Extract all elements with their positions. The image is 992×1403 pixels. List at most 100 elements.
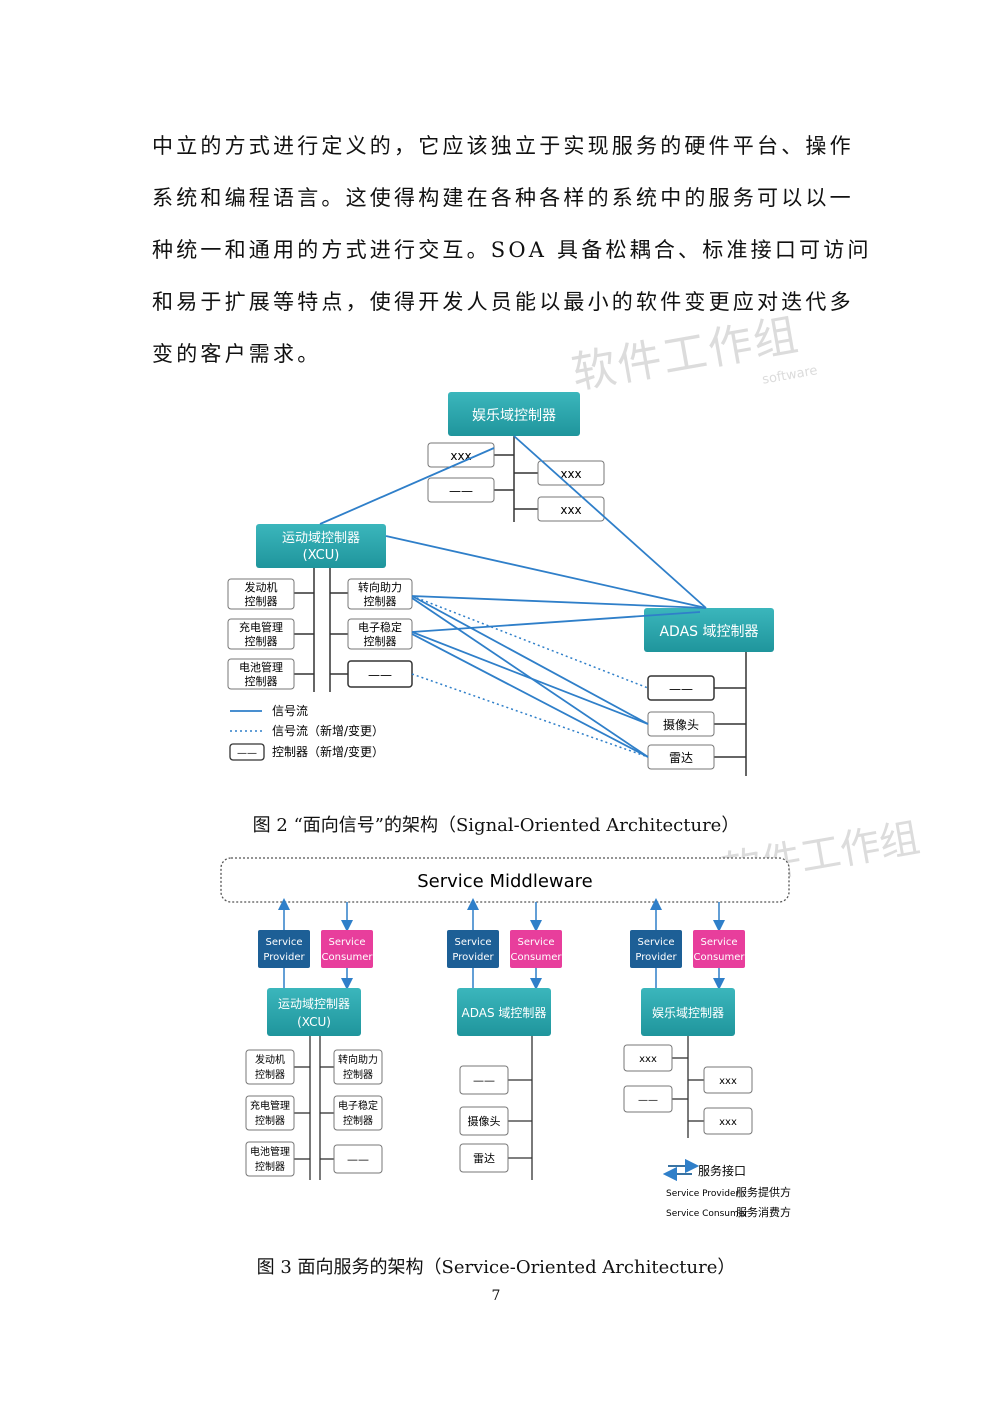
adas-new-sensor-box — [459, 1065, 509, 1095]
xcu-domain-box — [267, 988, 361, 1036]
charging-controller-box — [227, 618, 295, 650]
entertainment-sub-box — [427, 477, 495, 503]
xcu-domain-label: 运动域控制器 — [278, 997, 350, 1011]
engine-controller-label: 控制器 — [255, 1068, 285, 1081]
entertainment-sub-label: —— — [449, 484, 473, 498]
adas-service-column: Service Provider Service Consumer ADAS 域… — [447, 898, 563, 1180]
entertainment-sub-label: xxx — [719, 1117, 737, 1128]
entertainment-sub-label: xxx — [450, 449, 471, 463]
engine-controller-label: 控制器 — [245, 594, 278, 608]
new-controller-label: —— — [368, 668, 392, 682]
steering-controller-label: 转向助力 — [358, 580, 402, 594]
legend-provider-cn: 服务提供方 — [736, 1185, 791, 1199]
xcu-label-2: (XCU) — [303, 548, 340, 563]
signal-flow-lines — [319, 435, 707, 758]
entertainment-sub-box — [703, 1066, 753, 1094]
service-consumer-box — [693, 930, 745, 968]
radar-box — [459, 1143, 509, 1173]
service-consumer-box — [510, 930, 562, 968]
adas-controller-label: ADAS 域控制器 — [659, 624, 758, 640]
xcu-service-column: Service Provider Service Consumer 运动域控制器… — [245, 898, 383, 1180]
page-number: 7 — [491, 1288, 501, 1304]
legend-consumer-en: Service Consumer — [666, 1209, 748, 1219]
steering-controller-label: 控制器 — [343, 1068, 373, 1081]
entertainment-domain-box — [641, 988, 735, 1036]
service-provider-label: Provider — [452, 952, 494, 963]
body-line: 和易于扩展等特点，使得开发人员能以最小的软件变更应对迭代多 — [152, 290, 854, 314]
engine-controller-label: 发动机 — [245, 580, 278, 594]
adas-new-sensor-box — [647, 675, 715, 701]
adas-controller-box — [644, 608, 774, 652]
battery-controller-box — [227, 658, 295, 690]
esc-controller-label: 控制器 — [364, 634, 397, 648]
service-middleware-bar — [220, 857, 790, 903]
entertainment-sub-box — [623, 1044, 673, 1072]
camera-label: 摄像头 — [468, 1114, 501, 1128]
adas-new-sensor-label: —— — [669, 682, 693, 696]
legend-controller-swatch-label: —— — [237, 748, 257, 759]
adas-domain-box — [457, 988, 551, 1036]
steering-controller-box — [333, 1049, 383, 1085]
service-consumer-box — [321, 930, 373, 968]
body-line: 种统一和通用的方式进行交互。SOA 具备松耦合、标准接口可访问 — [152, 238, 872, 262]
figure3-caption: 图 3 面向服务的架构（Service-Oriented Architectur… — [256, 1257, 736, 1278]
body-line: 中立的方式进行定义的，它应该独立于实现服务的硬件平台、操作 — [152, 134, 854, 158]
new-controller-box — [333, 1144, 383, 1174]
figure2-caption: 图 2 “面向信号”的架构（Signal-Oriented Architectu… — [252, 815, 740, 836]
service-provider-label: Service — [638, 937, 675, 948]
service-provider-box — [447, 930, 499, 968]
battery-controller-label: 电池管理 — [250, 1145, 290, 1158]
entertainment-sub-label: xxx — [639, 1054, 657, 1065]
steering-controller-label: 转向助力 — [338, 1053, 378, 1066]
esc-controller-box — [333, 1095, 383, 1131]
service-consumer-label: Consumer — [322, 952, 374, 963]
legend-interface-label: 服务接口 — [698, 1163, 746, 1178]
xcu-controller-box — [256, 524, 386, 568]
battery-controller-label: 电池管理 — [239, 660, 283, 674]
xcu-right-boxes: 转向助力 控制器 电子稳定 控制器 —— — [347, 578, 413, 688]
legend-provider-en: Service Provider — [666, 1189, 739, 1199]
battery-controller-label: 控制器 — [245, 674, 278, 688]
service-middleware-label: Service Middleware — [417, 871, 593, 892]
camera-box — [459, 1106, 509, 1136]
entertainment-controller-box — [448, 392, 580, 436]
esc-controller-label: 电子稳定 — [358, 620, 402, 634]
charging-controller-label: 控制器 — [255, 1114, 285, 1127]
entertainment-sub-label: xxx — [560, 503, 581, 517]
engine-controller-box — [245, 1049, 295, 1085]
entertainment-service-column: Service Provider Service Consumer 娱乐域控制器… — [623, 898, 753, 1138]
entertainment-sub-box — [537, 460, 605, 486]
service-consumer-label: Service — [701, 937, 738, 948]
entertainment-sub-box — [703, 1107, 753, 1135]
entertainment-sub-label: xxx — [560, 467, 581, 481]
legend-new-signal-label: 信号流（新增/变更） — [272, 723, 384, 738]
service-consumer-label: Consumer — [511, 952, 563, 963]
camera-label: 摄像头 — [663, 717, 699, 732]
service-consumer-label: Service — [329, 937, 366, 948]
signal-oriented-diagram: 娱乐域控制器 xxx —— xxx xxx 运动域控制器 (XCU) 发动机 控… — [227, 392, 774, 776]
entertainment-sub-label: xxx — [719, 1076, 737, 1087]
steering-controller-label: 控制器 — [364, 594, 397, 608]
engine-controller-box — [227, 578, 295, 610]
xcu-left-boxes: 发动机 控制器 充电管理 控制器 电池管理 控制器 — [227, 578, 295, 690]
service-provider-label: Service — [455, 937, 492, 948]
legend-signal-label: 信号流 — [272, 704, 308, 718]
service-provider-label: Service — [266, 937, 303, 948]
entertainment-sub-label: —— — [638, 1095, 658, 1106]
service-provider-box — [258, 930, 310, 968]
legend-controller-swatch — [229, 743, 265, 761]
charging-controller-label: 充电管理 — [239, 620, 283, 634]
body-line: 系统和编程语言。这使得构建在各种各样的系统中的服务可以以一 — [152, 186, 854, 210]
charging-controller-box — [245, 1095, 295, 1131]
entertainment-sub-box — [623, 1085, 673, 1113]
service-provider-label: Provider — [635, 952, 677, 963]
battery-controller-label: 控制器 — [255, 1160, 285, 1173]
figure3-legend: 服务接口 Service Provider 服务提供方 Service Cons… — [662, 1158, 791, 1219]
service-oriented-diagram: Service Middleware Service Provider Serv… — [220, 857, 791, 1219]
radar-label: 雷达 — [473, 1152, 495, 1165]
new-controller-label: —— — [347, 1153, 369, 1166]
body-paragraph: 中立的方式进行定义的，它应该独立于实现服务的硬件平台、操作 系统和编程语言。这使… — [152, 120, 872, 380]
entertainment-controller-label: 娱乐域控制器 — [472, 408, 556, 424]
entertainment-sub-box — [427, 442, 495, 468]
service-consumer-label: Consumer — [694, 952, 746, 963]
